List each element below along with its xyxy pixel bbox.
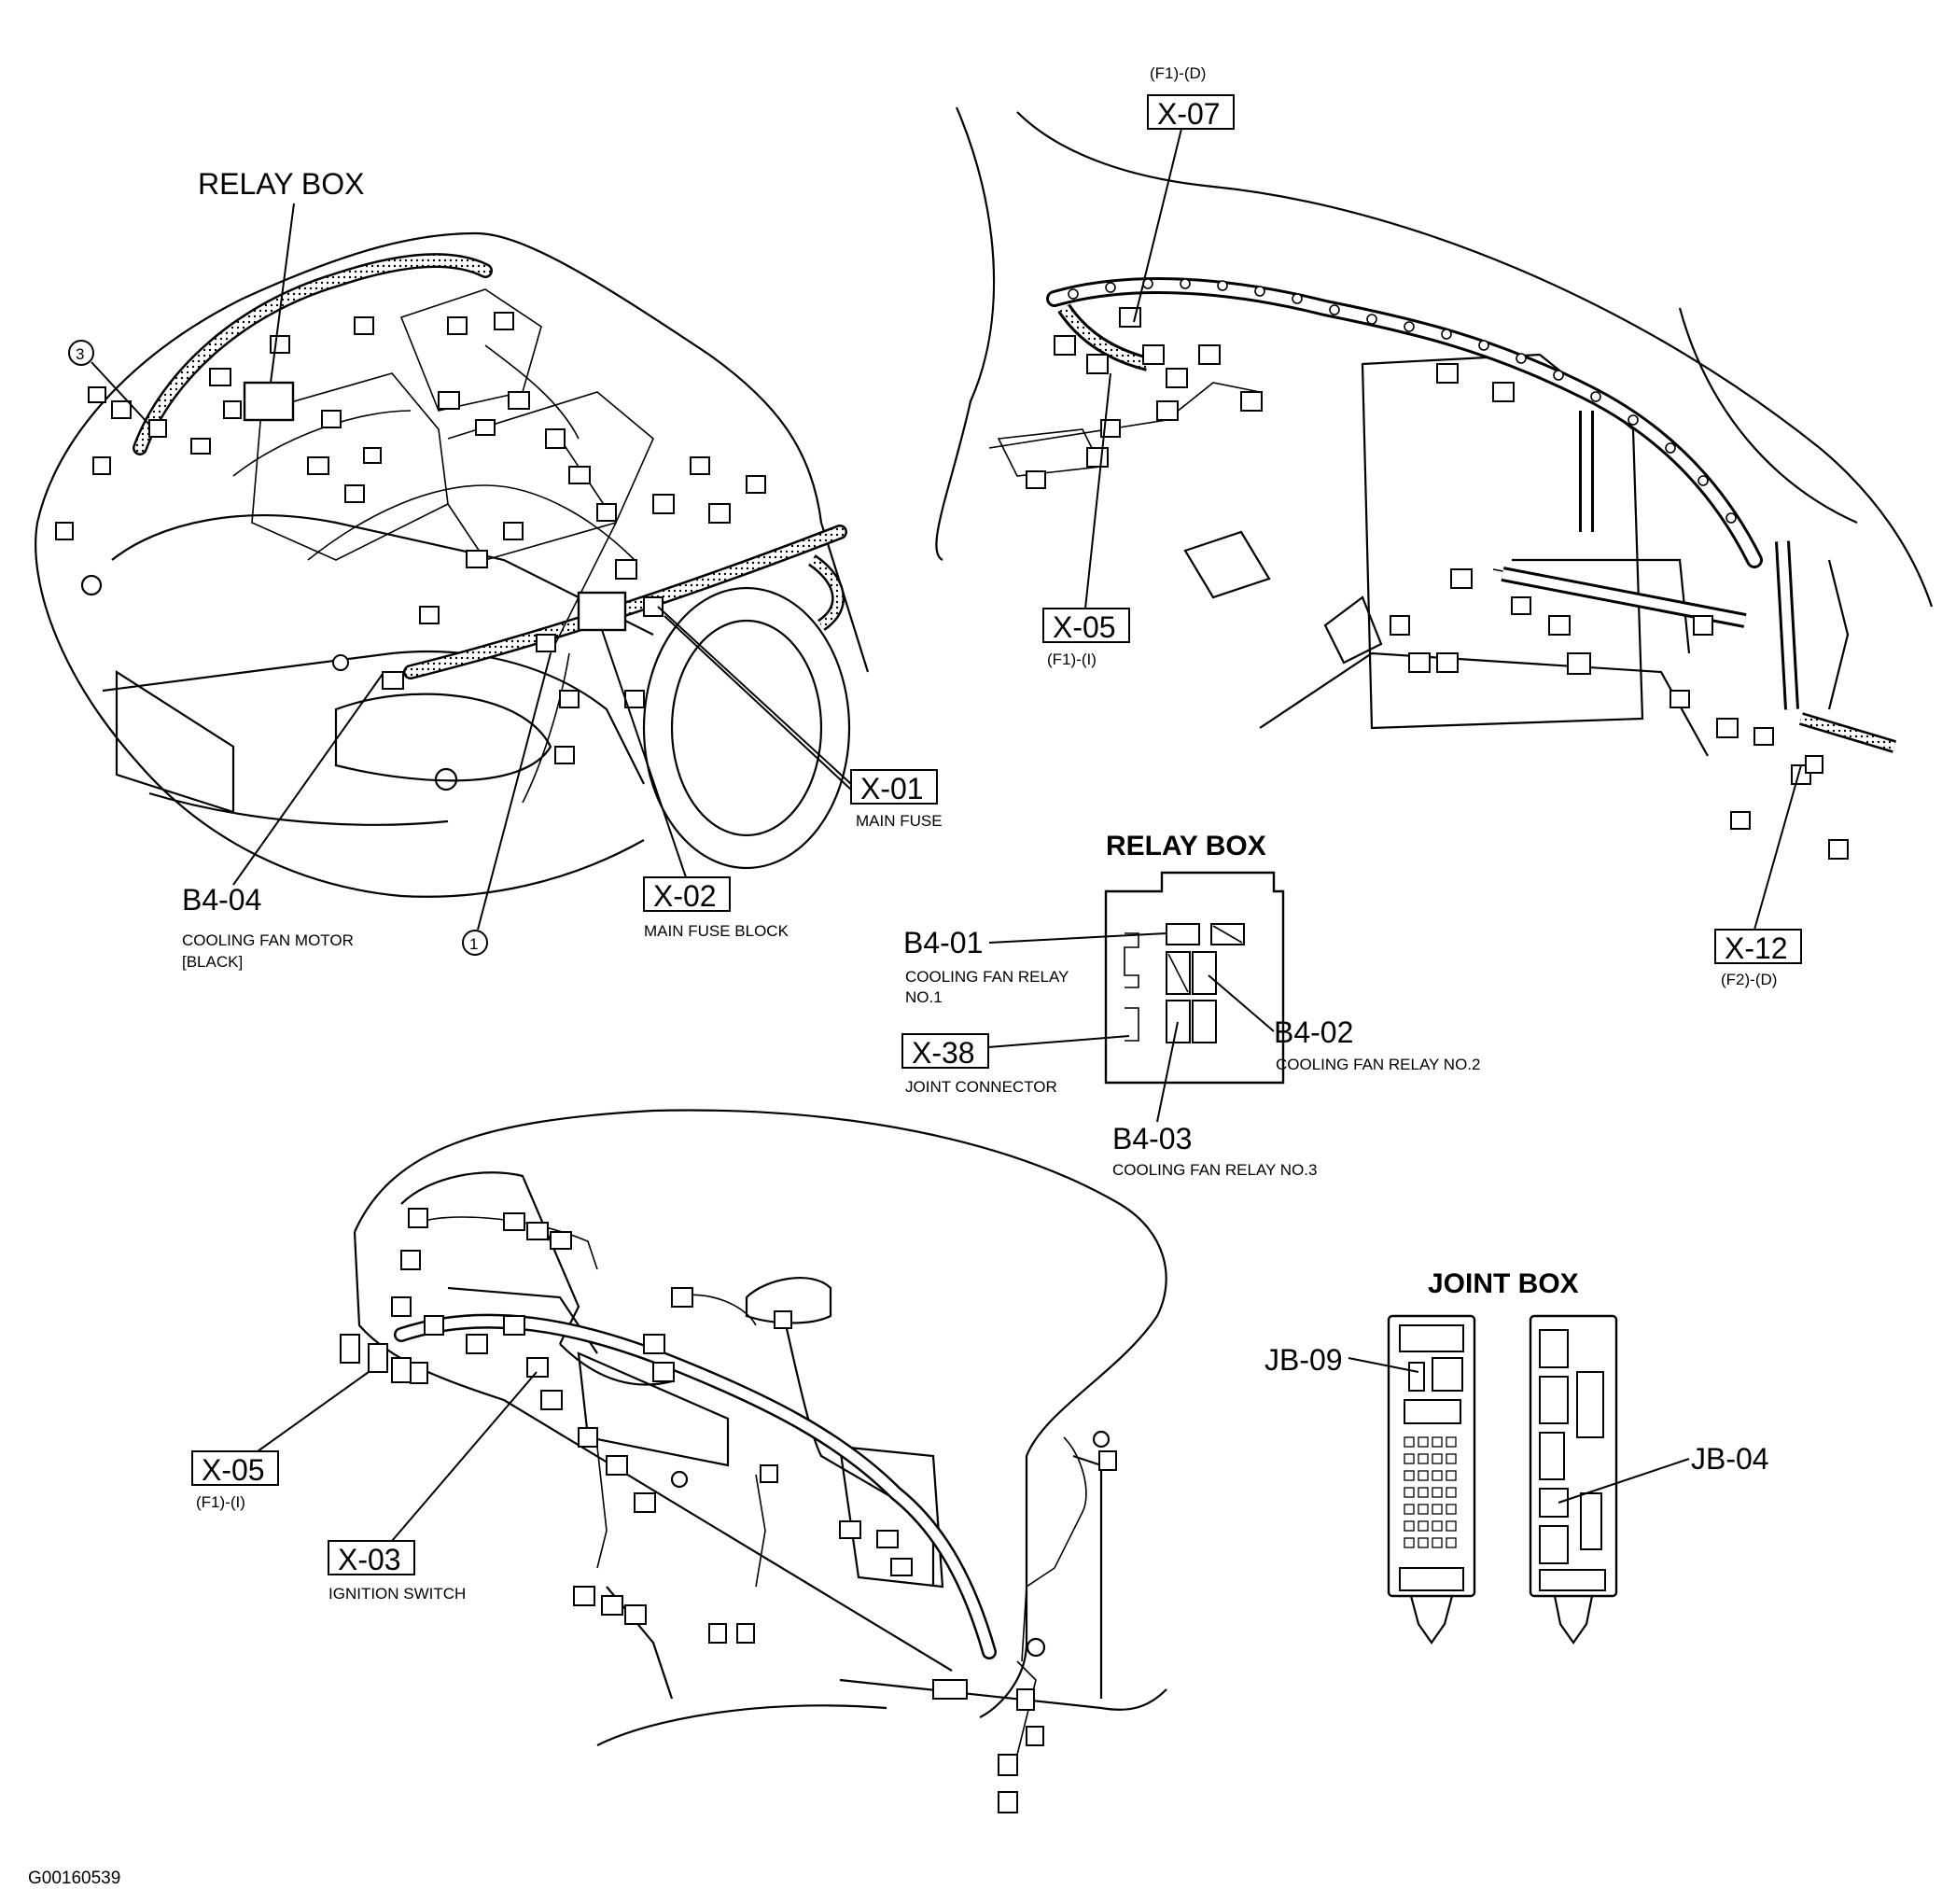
x38-code: X-38 [912,1036,975,1070]
x02-code: X-02 [653,879,717,913]
dashboard-connectors [340,1208,1117,1813]
x03-code: X-03 [338,1543,401,1576]
x05-top-code: X-05 [1053,610,1116,644]
x05-top-reference: (F1)-(I) [1047,651,1097,668]
x05-bottom-code-box [191,1450,279,1486]
b403-description: COOLING FAN RELAY NO.3 [1112,1161,1318,1179]
b401-description-line1: COOLING FAN RELAY [905,968,1069,986]
x07-code-box [1147,94,1235,130]
b404-code: B4-04 [182,883,261,917]
engine-relay-box [243,381,295,422]
figure-id: G00160539 [28,1869,120,1888]
x03-code-box [328,1540,415,1575]
x38-description: JOINT CONNECTOR [905,1078,1057,1096]
instrument-panel-labels: (F1)-(D) X-07 X-05 (F1)-(I) X-12 (F2)-(D… [1042,64,1802,988]
relay-box-detail: RELAY BOX B4-01 COOLING FAN RELAY NO.1 B… [901,831,1481,1179]
x07-reference: (F1)-(D) [1150,64,1206,82]
jb04-code: JB-04 [1691,1442,1769,1476]
x01-description: MAIN FUSE [856,812,943,830]
engine-compartment-illustration [35,231,870,898]
b402-code: B4-02 [1274,1015,1353,1049]
x05-top-code-box [1042,608,1130,643]
b403-code: B4-03 [1112,1122,1192,1155]
b404-description-line1: COOLING FAN MOTOR [182,931,354,949]
x38-code-box [901,1033,989,1069]
x02-description: MAIN FUSE BLOCK [644,922,789,940]
x12-reference: (F2)-(D) [1721,971,1777,988]
engine-connectors [55,312,766,764]
dashboard-illustration [340,1109,1167,1813]
dashboard-labels: X-05 (F1)-(I) X-03 IGNITION SWITCH [191,1371,538,1603]
x03-description: IGNITION SWITCH [328,1585,466,1603]
instrument-panel-illustration [935,106,1934,860]
joint-box-detail: JOINT BOX JB-09 JB-04 [1264,1268,1769,1645]
joint-box-title: JOINT BOX [1428,1268,1579,1299]
main-fuse-block [577,591,627,632]
x12-code: X-12 [1725,931,1788,965]
callout-1-circle [462,930,488,956]
dash-connectors [1026,307,1849,860]
callout-3-label: 3 [76,345,84,363]
x05-bottom-code: X-05 [202,1453,265,1487]
x12-code-box [1714,929,1802,964]
relay-box-title: RELAY BOX [1106,831,1266,861]
jb09-code: JB-09 [1264,1343,1343,1377]
b401-code: B4-01 [903,926,983,959]
x01-code-box [850,769,938,805]
callout-1-label: 1 [469,935,478,953]
x05-bottom-reference: (F1)-(I) [196,1493,245,1511]
b404-description-line2: [BLACK] [182,953,243,971]
x02-code-box [643,876,731,912]
x07-code: X-07 [1157,97,1221,131]
engine-view-labels: RELAY BOX 3 X-01 MAIN FUSE X-02 MAIN FUS… [68,167,943,971]
b402-description: COOLING FAN RELAY NO.2 [1276,1056,1481,1073]
b401-description-line2: NO.1 [905,988,943,1006]
relay-box-engine-label: RELAY BOX [198,167,364,201]
x01-code: X-01 [860,772,924,805]
main-fuse [643,596,664,617]
callout-3-circle [68,340,94,366]
